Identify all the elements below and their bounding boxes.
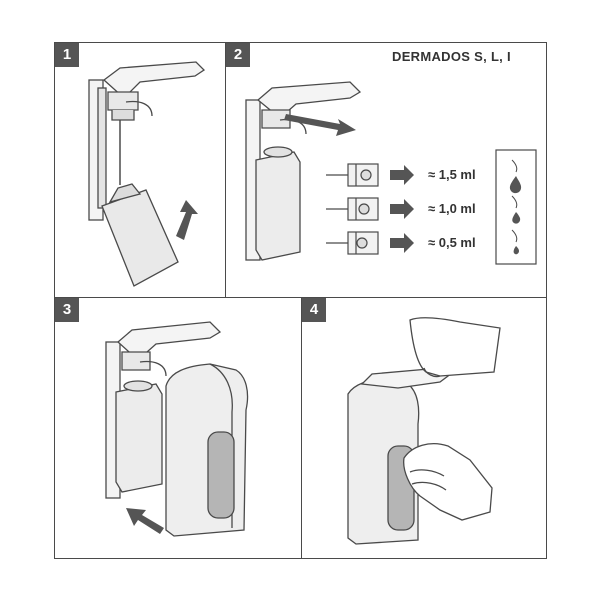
dispenser-bracket-1 — [88, 61, 206, 221]
dose-label-low: ≈ 0,5 ml — [428, 235, 476, 250]
dose-label-high: ≈ 1,5 ml — [428, 167, 476, 182]
panel-3-number: 3 — [55, 298, 79, 322]
level-window — [207, 431, 235, 519]
brand-title: DERMADOS S, L, I — [392, 49, 511, 64]
drop-icon-large — [509, 159, 522, 194]
dose-pump-low — [326, 231, 379, 255]
bottle-installed — [255, 146, 301, 261]
cover-housing — [165, 363, 249, 537]
panel-2-number: 2 — [226, 43, 250, 67]
panel-1-number: 1 — [55, 43, 79, 67]
panel-4-number: 4 — [302, 298, 326, 322]
bottle-panel-3 — [115, 380, 163, 493]
arrow-icon-up — [176, 200, 198, 240]
arrow-icon-pull — [284, 114, 356, 136]
arrow-icon-push — [126, 508, 164, 534]
drop-icon-medium — [511, 195, 521, 224]
hand-icon-receiving — [403, 443, 493, 521]
hand-icon-elbow — [409, 317, 501, 378]
drop-icon-small — [511, 229, 519, 255]
arrow-icon-dose — [390, 165, 414, 253]
bottle-tilted — [101, 183, 179, 287]
dose-pump-medium — [326, 197, 379, 221]
dose-label-medium: ≈ 1,0 ml — [428, 201, 476, 216]
dose-pump-high — [326, 163, 379, 187]
